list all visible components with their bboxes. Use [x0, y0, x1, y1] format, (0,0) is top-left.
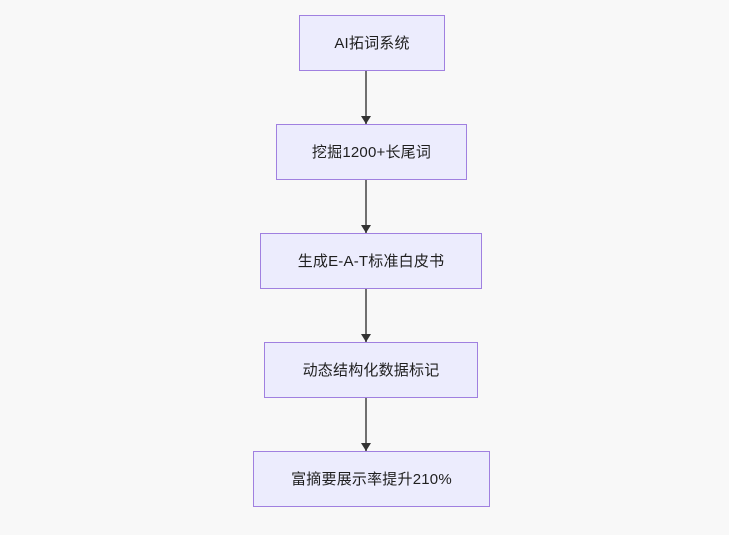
flow-node-label: 动态结构化数据标记: [302, 361, 440, 379]
flow-connector-2-to-3: [356, 180, 376, 233]
flow-node-label: 富摘要展示率提升210%: [291, 470, 452, 488]
arrowhead-down-icon: [361, 116, 371, 124]
flow-node-label: 挖掘1200+长尾词: [311, 143, 432, 161]
flow-node-5[interactable]: 富摘要展示率提升210%: [253, 451, 490, 507]
connector-line: [365, 71, 367, 124]
connector-line: [365, 180, 367, 233]
arrowhead-down-icon: [361, 334, 371, 342]
arrowhead-down-icon: [361, 443, 371, 451]
flow-node-4[interactable]: 动态结构化数据标记: [264, 342, 478, 398]
flow-connector-4-to-5: [356, 398, 376, 451]
flow-connector-3-to-4: [356, 289, 376, 342]
arrowhead-down-icon: [361, 225, 371, 233]
flow-node-3[interactable]: 生成E-A-T标准白皮书: [260, 233, 482, 289]
flow-node-2[interactable]: 挖掘1200+长尾词: [276, 124, 467, 180]
flow-connector-1-to-2: [356, 71, 376, 124]
connector-line: [365, 289, 367, 342]
flow-node-1[interactable]: AI拓词系统: [299, 15, 445, 71]
connector-line: [365, 398, 367, 451]
flow-node-label: 生成E-A-T标准白皮书: [297, 252, 445, 270]
flow-node-label: AI拓词系统: [334, 34, 410, 52]
